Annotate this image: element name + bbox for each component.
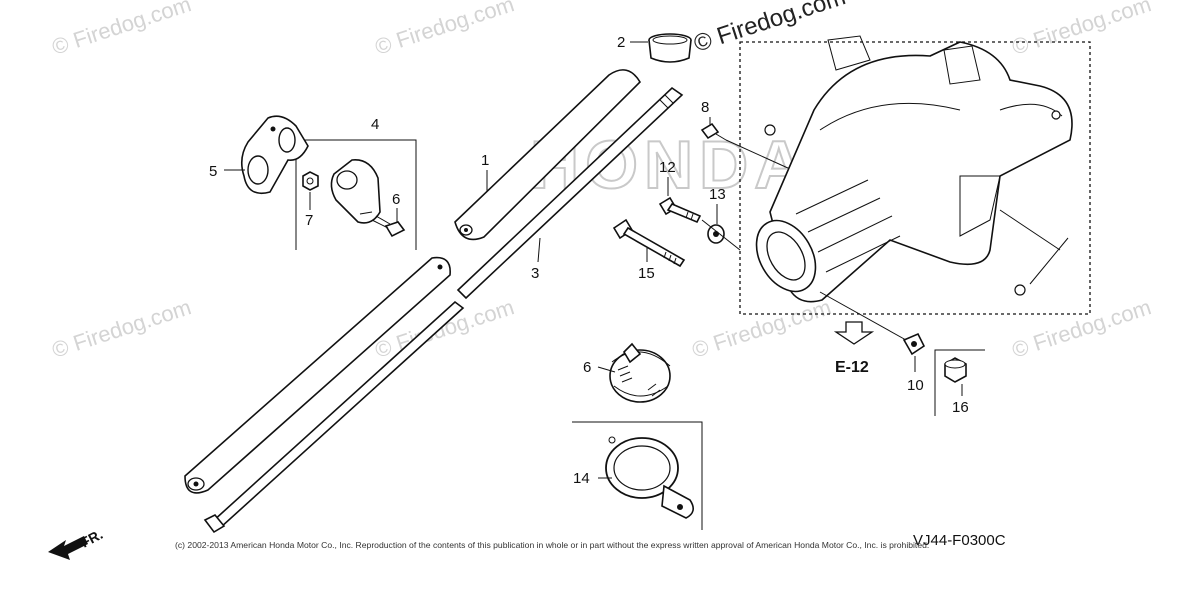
part-7-bolt [371,215,406,238]
callout-15: 15 [638,265,655,282]
callout-12: 12 [659,159,676,176]
callout-14: 14 [573,470,590,487]
lower-shaft [203,300,465,534]
part-13-washer [707,224,725,244]
watermark-dark: © Firedog.com [691,0,849,58]
e12-reference-label: E-12 [835,359,869,376]
part-8-nut [302,171,319,191]
mount-case [755,35,1073,303]
front-direction-arrow [48,536,88,560]
callout-16: 16 [952,399,969,416]
callout-11: 10 [907,377,924,394]
part-4-clamp-body [330,159,381,224]
callout-6-num: 6 [583,359,591,376]
part-4-group-bracket [295,139,417,250]
callout-8: 7 [305,212,313,229]
part-6-hose-clamp [609,342,671,403]
e12-reference-arrow [833,321,875,345]
watermark: © Firedog.com [49,0,194,60]
part-14-band-clamp [572,421,703,530]
part-12-bolt [658,196,702,224]
diagram-code: VJ44-F0300C [913,532,1006,549]
watermark: © Firedog.com [49,294,194,362]
callout-5: 5 [209,163,217,180]
part-1-pipe [454,69,642,241]
callout-13: 13 [709,186,726,203]
part-15-long-bolt [612,218,686,268]
lower-pipe [184,256,451,494]
part-11-grommet [902,332,926,356]
callout-2: 2 [617,34,625,51]
callout-7: 6 [392,191,400,208]
watermark: © Firedog.com [1009,0,1154,60]
callout-10: 8 [701,99,709,116]
copyright-notice: (c) 2002-2013 American Honda Motor Co., … [175,540,930,550]
part-10-screw [700,122,727,141]
callout-3: 3 [531,265,539,282]
part-16-nut [944,357,967,383]
callout-1: 1 [481,152,489,169]
watermark: © Firedog.com [1009,294,1154,362]
callout-4: 4 [371,116,379,133]
part-5-clamp [240,115,309,195]
mount-case-group-box [739,41,1091,315]
watermark: © Firedog.com [689,294,834,362]
part-2-collar [648,33,692,63]
part-3-flex-shaft [456,86,684,300]
watermark: © Firedog.com [372,0,517,60]
part-16-bracket [934,349,985,416]
